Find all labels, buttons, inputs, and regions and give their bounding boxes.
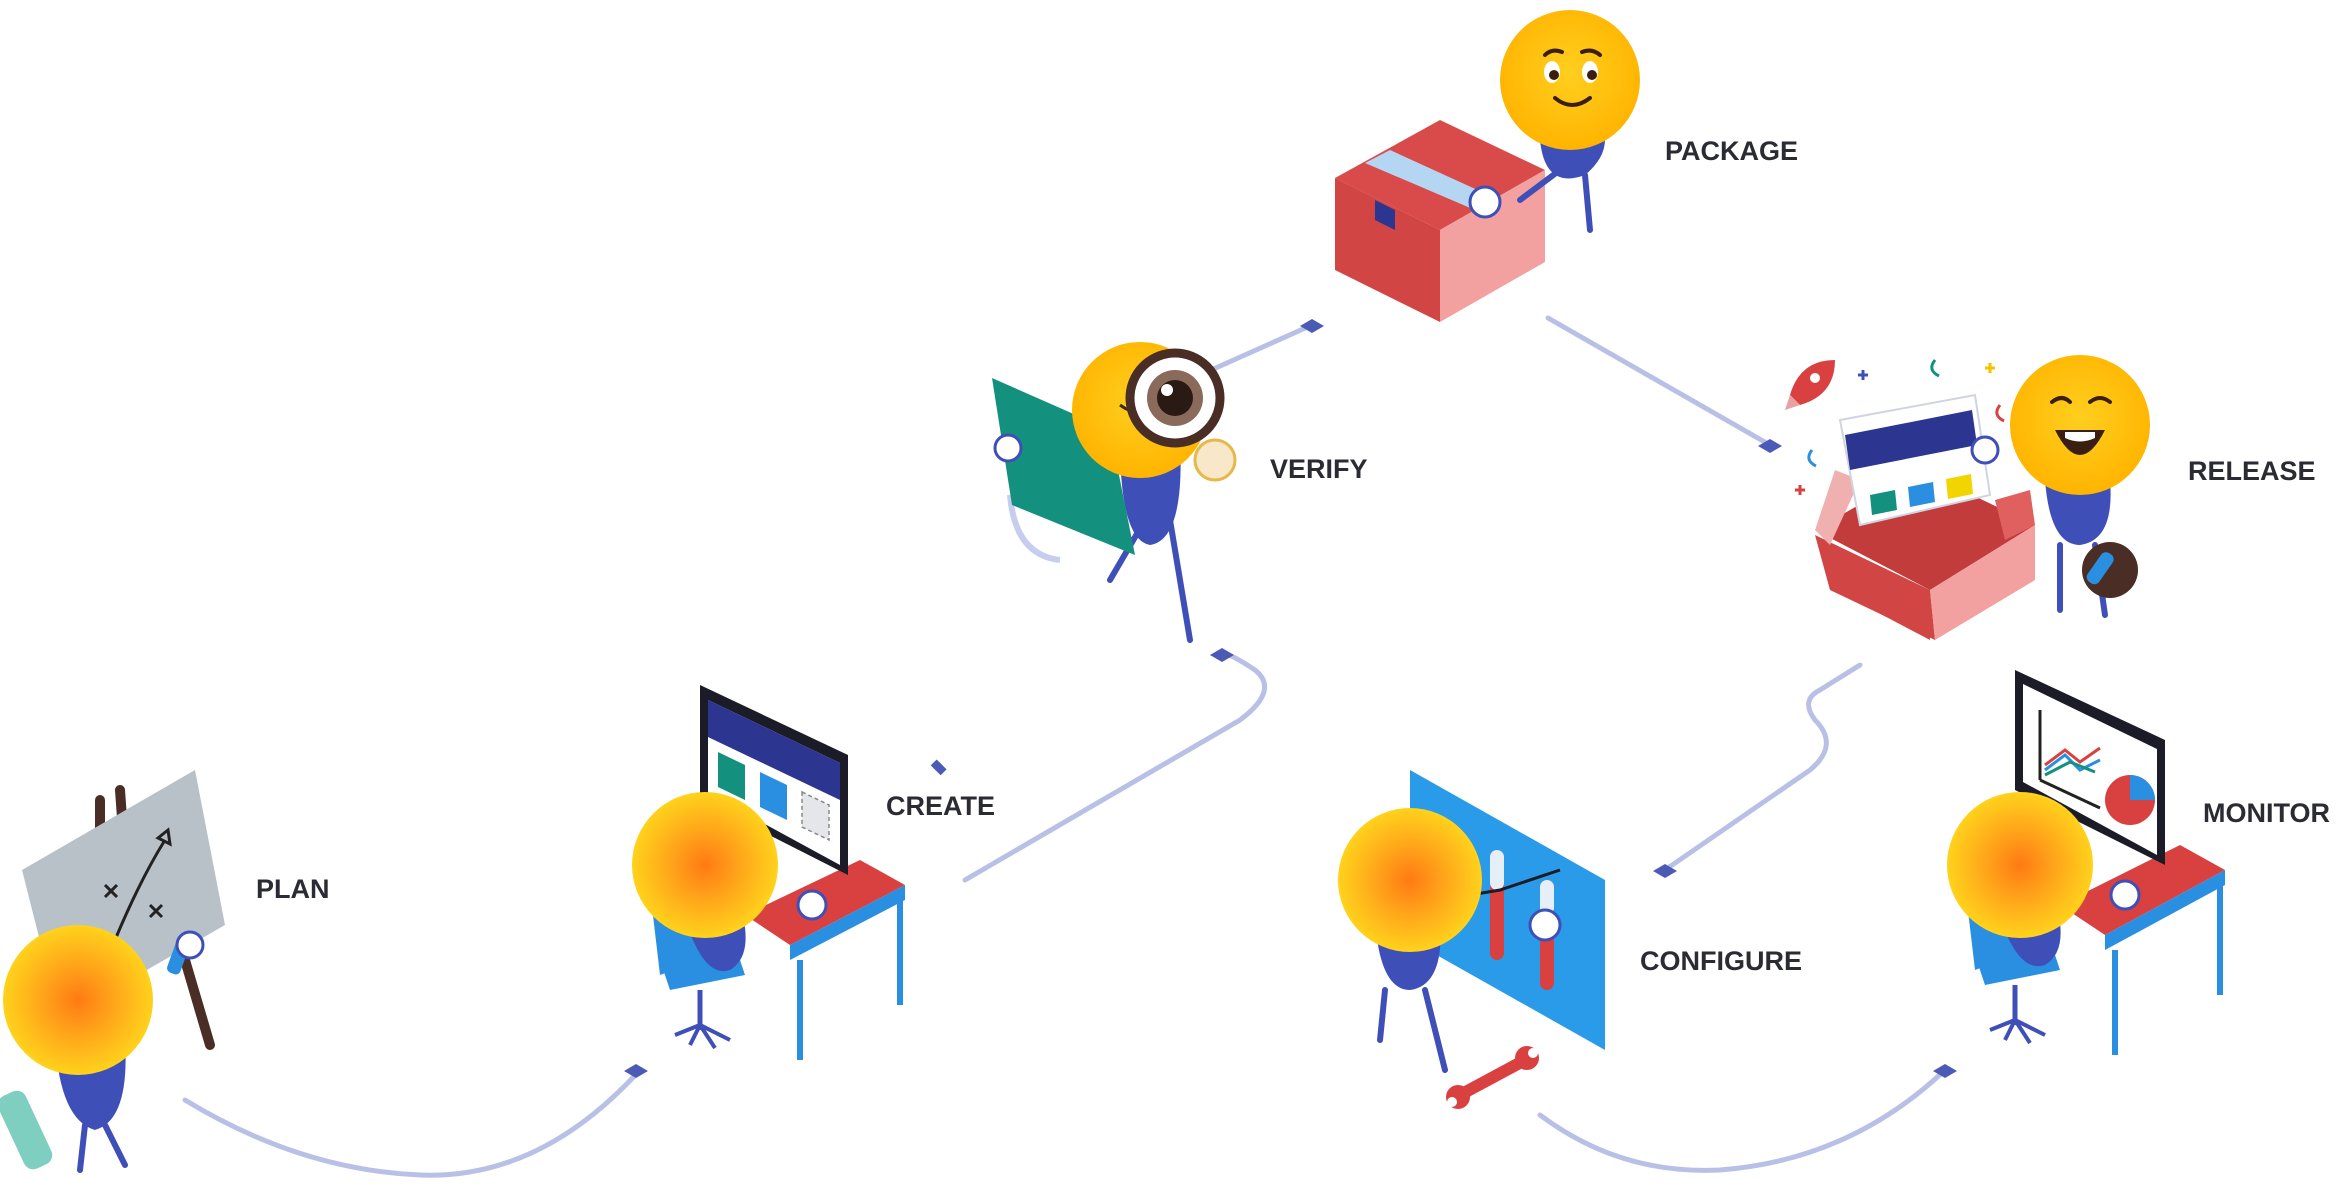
configure-illustration xyxy=(1338,770,1605,1109)
package-illustration xyxy=(1335,10,1640,322)
path-package-to-release xyxy=(1545,315,1773,448)
package-box xyxy=(1335,178,1440,322)
create-illustration xyxy=(632,685,905,1060)
connector-dot xyxy=(1758,439,1782,453)
flow-path xyxy=(182,315,1948,1178)
connector-dot xyxy=(1933,1064,1957,1078)
plan-illustration xyxy=(0,770,225,1173)
wrench-icon xyxy=(1446,1046,1539,1109)
path-release-to-configure xyxy=(1662,662,1863,873)
stage-label-release: RELEASE xyxy=(2188,456,2316,486)
create-face xyxy=(632,792,778,938)
path-create-to-verify xyxy=(962,651,1267,883)
release-illustration xyxy=(1785,355,2150,640)
configure-face xyxy=(1338,808,1482,952)
stage-label-package: PACKAGE xyxy=(1665,136,1798,166)
connector-dot xyxy=(1300,319,1324,333)
stage-label-configure: CONFIGURE xyxy=(1640,946,1802,976)
path-configure-to-monitor xyxy=(1537,1067,1948,1173)
plan-face xyxy=(3,925,153,1075)
path-connectors xyxy=(624,319,1957,1078)
stage-label-plan: PLAN xyxy=(256,874,330,904)
monitor-face xyxy=(1947,792,2093,938)
rocket-icon xyxy=(1785,360,1835,410)
path-plan-to-create xyxy=(182,1067,643,1178)
stage-label-verify: VERIFY xyxy=(1270,454,1368,484)
path-verify-to-package xyxy=(1197,322,1315,378)
connector-dot xyxy=(1653,864,1677,878)
connector-dot xyxy=(1210,648,1234,662)
verify-document xyxy=(992,378,1135,555)
monitor-illustration xyxy=(1947,670,2225,1055)
stage-label-monitor: MONITOR xyxy=(2203,798,2330,828)
release-face xyxy=(2010,355,2150,495)
verify-illustration xyxy=(992,342,1237,643)
connector-dot xyxy=(624,1064,648,1078)
stage-label-create: CREATE xyxy=(886,791,995,821)
package-face xyxy=(1500,10,1640,150)
connector-dot xyxy=(930,759,947,776)
